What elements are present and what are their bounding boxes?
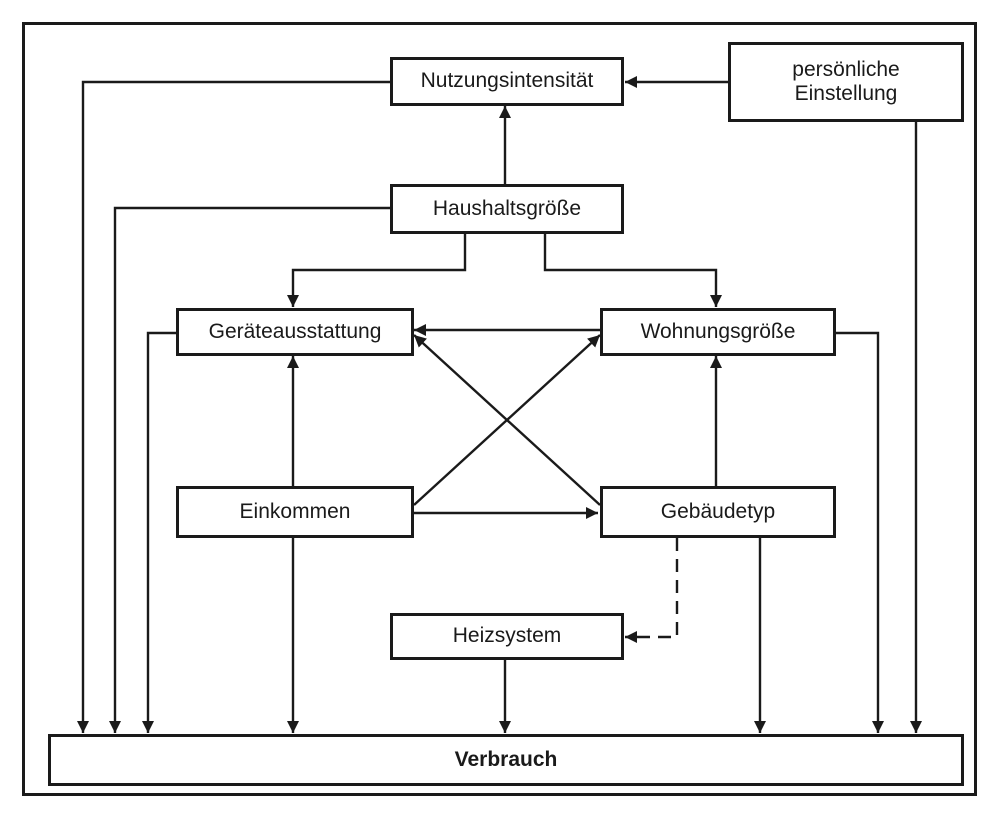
edge-haushaltsgroesse-to-geraeteausstattung — [287, 234, 467, 307]
edge-gebaeudetyp-to-heizsystem — [625, 538, 679, 643]
node-persoenliche-einstellung: persönliche Einstellung — [728, 42, 964, 122]
node-verbrauch: Verbrauch — [48, 734, 964, 786]
node-nutzungsintensitaet: Nutzungsintensität — [390, 57, 624, 106]
edge-haushaltsgroesse-to-wohnungsgroesse — [543, 234, 722, 307]
node-heizsystem: Heizsystem — [390, 613, 624, 660]
edge-gebaeudetyp-to-geraeteausstattung — [413, 334, 601, 506]
node-gebaeudetyp: Gebäudetyp — [600, 486, 836, 538]
edge-haushaltsgroesse-to-verbrauch — [109, 206, 390, 733]
edge-wohnungsgroesse-to-verbrauch — [836, 331, 884, 733]
node-wohnungsgroesse: Wohnungsgröße — [600, 308, 836, 356]
node-haushaltsgroesse: Haushaltsgröße — [390, 184, 624, 234]
node-einkommen: Einkommen — [176, 486, 414, 538]
edge-nutzungsintensitaet-to-verbrauch — [77, 80, 390, 733]
node-geraeteausstattung: Geräteausstattung — [176, 308, 414, 356]
edge-geraeteausstattung-to-verbrauch — [142, 331, 176, 733]
diagram-frame — [22, 22, 977, 796]
